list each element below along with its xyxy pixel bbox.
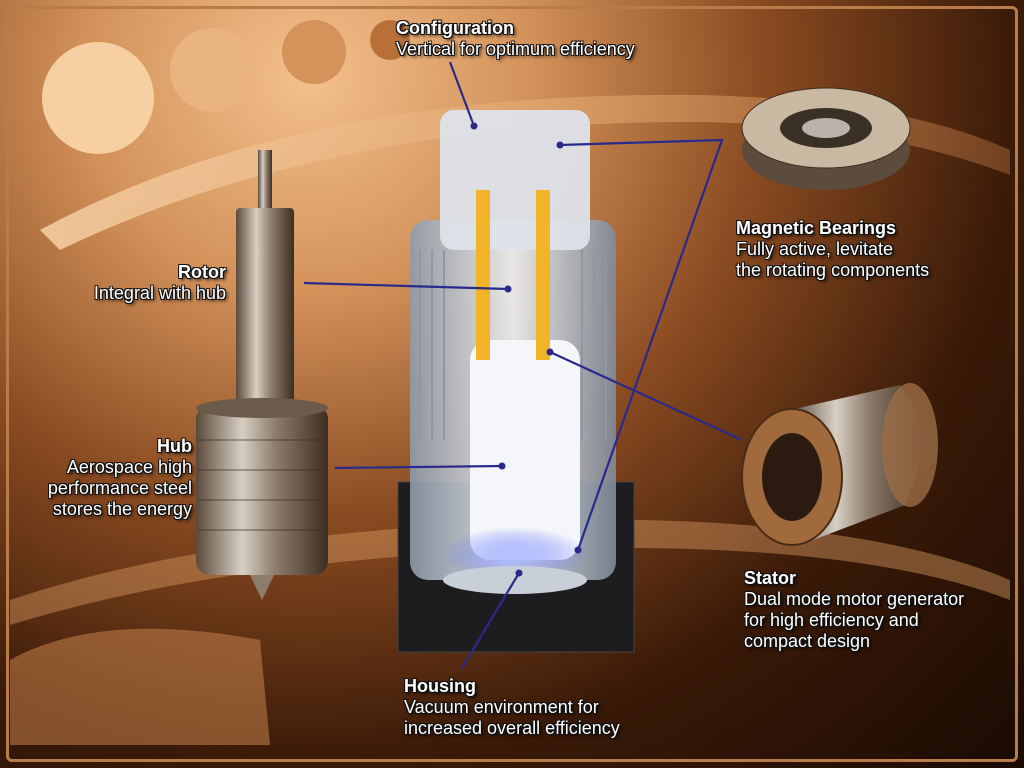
hub-title: Hub — [157, 436, 192, 456]
stator-image — [741, 383, 938, 546]
decor-circle — [42, 42, 154, 154]
stator-desc-1: Dual mode motor generator — [744, 589, 965, 609]
leader-hub — [334, 464, 503, 470]
leader-stator — [549, 351, 743, 441]
rotor-hub-image — [196, 150, 328, 600]
stator-title: Stator — [744, 568, 797, 588]
configuration-desc: Vertical for optimum efficiency — [396, 39, 635, 59]
magnetic-bearing-image — [741, 87, 911, 190]
label-rotor: Rotor Integral with hub — [40, 262, 226, 304]
housing-desc-2: increased overall efficiency — [404, 718, 620, 738]
label-configuration: Configuration Vertical for optimum effic… — [396, 18, 635, 60]
configuration-title: Configuration — [396, 18, 514, 38]
magnetic-bearings-desc-2: the rotating components — [736, 260, 930, 280]
hub-desc-3: stores the energy — [52, 499, 192, 519]
stator-desc-3: compact design — [744, 631, 871, 651]
decor-circle — [170, 28, 254, 112]
hub-desc-2: performance steel — [47, 478, 192, 498]
leader-housing — [461, 572, 520, 669]
label-hub: Hub Aerospace high performance steel sto… — [10, 436, 192, 520]
label-housing: Housing Vacuum environment for increased… — [404, 676, 620, 739]
stator-desc-2: for high efficiency and — [744, 610, 919, 630]
housing-title: Housing — [404, 676, 476, 696]
leader-configuration — [448, 61, 476, 127]
decor-circle — [282, 20, 346, 84]
hub-desc-1: Aerospace high — [66, 457, 192, 477]
magnetic-bearings-title: Magnetic Bearings — [736, 218, 897, 238]
label-magnetic-bearings: Magnetic Bearings Fully active, levitate… — [736, 218, 929, 281]
housing-desc-1: Vacuum environment for — [404, 697, 599, 717]
rotor-title: Rotor — [178, 262, 226, 282]
decor-circle — [370, 20, 410, 60]
flywheel-housing-image — [397, 110, 635, 653]
leader-lines — [303, 61, 743, 669]
leader-rotor — [303, 281, 509, 291]
rotor-desc: Integral with hub — [93, 283, 226, 303]
label-stator: Stator Dual mode motor generator for hig… — [744, 568, 964, 652]
magnetic-bearings-desc-1: Fully active, levitate — [736, 239, 894, 259]
leader-magnetic-bearings — [559, 138, 724, 551]
